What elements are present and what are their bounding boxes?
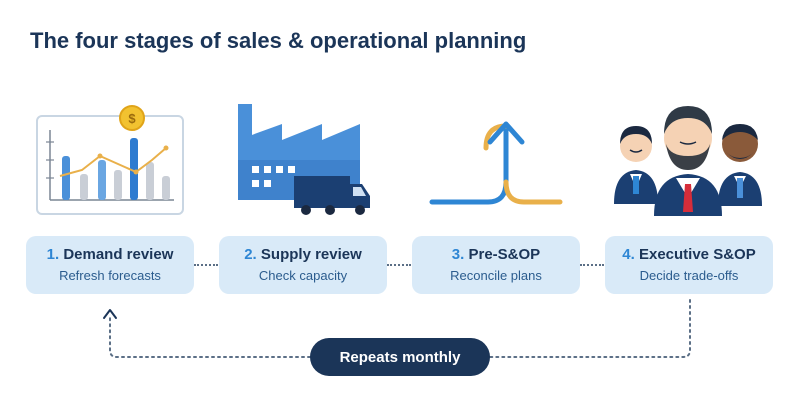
connector-3-4: [580, 264, 604, 266]
factory-truck-illustration: [238, 104, 370, 215]
connector-2-3: [387, 264, 411, 266]
stage-subtitle: Decide trade-offs: [639, 268, 739, 283]
arrow-up-icon: [103, 309, 117, 319]
stage-title: Executive S&OP: [638, 246, 756, 263]
stage-subtitle: Refresh forecasts: [59, 268, 161, 283]
executive-man-center-icon: [654, 106, 722, 216]
stage-executive-sop: 4. Executive S&OP Decide trade-offs: [605, 236, 773, 294]
stage-number: 3.: [451, 246, 465, 263]
svg-text:$: $: [128, 111, 136, 126]
stage-title: Demand review: [63, 246, 174, 263]
repeats-monthly-badge: Repeats monthly: [310, 338, 490, 376]
executive-woman-icon: [614, 126, 658, 204]
connector-1-2: [194, 264, 218, 266]
page-title: The four stages of sales & operational p…: [30, 28, 527, 53]
stage-title: Supply review: [260, 246, 362, 263]
stage-number: 2.: [244, 246, 257, 263]
stage-pre-sop: 3. Pre-S&OP Reconcile plans: [412, 236, 580, 294]
merging-arrows-illustration: [429, 121, 563, 205]
dollar-coin-icon: $: [119, 105, 145, 131]
stage-number: 1.: [46, 246, 60, 263]
executives-illustration: [614, 106, 762, 216]
demand-chart-illustration: $: [36, 105, 184, 215]
stage-title: Pre-S&OP: [468, 246, 541, 263]
stage-number: 4.: [622, 246, 635, 263]
stage-subtitle: Check capacity: [258, 268, 348, 283]
stage-supply-review: 2. Supply review Check capacity: [219, 236, 387, 294]
executive-man-right-icon: [718, 124, 762, 206]
stage-subtitle: Reconcile plans: [450, 268, 542, 283]
stage-demand-review: 1. Demand review Refresh forecasts: [26, 236, 194, 294]
